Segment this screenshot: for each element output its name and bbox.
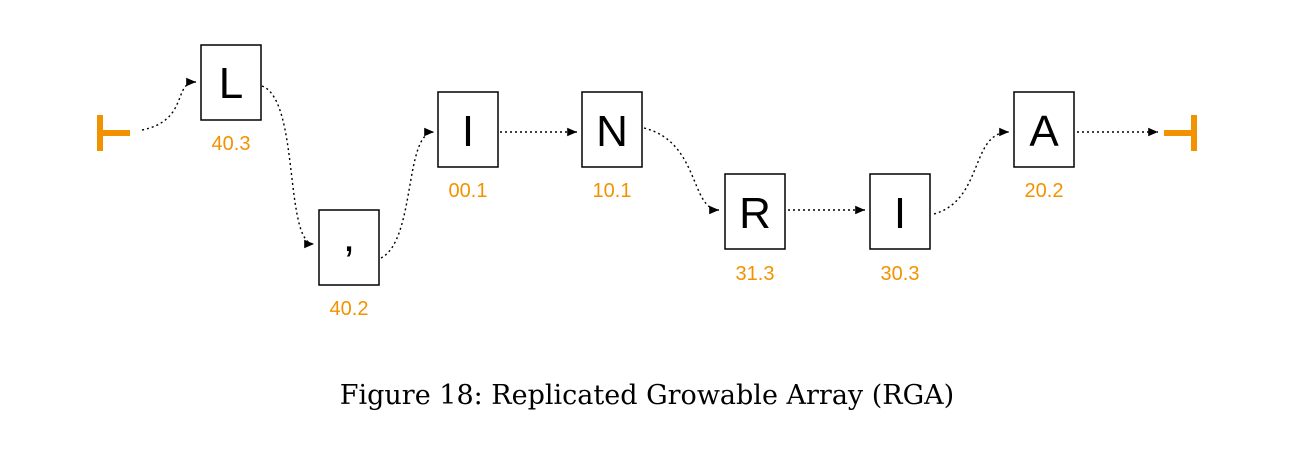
edge-node-5-to-node-6: [933, 127, 1010, 215]
node-box: [200, 44, 262, 121]
rga-node: N 10.1: [581, 91, 643, 202]
node-id-label: 40.3: [212, 133, 251, 155]
node-id-label: 00.1: [449, 180, 488, 202]
node-box: [581, 91, 643, 168]
edge-node-1-to-node-2: [380, 127, 435, 259]
node-box: [724, 173, 786, 250]
node-id-label: 10.1: [593, 180, 632, 202]
node-box: [437, 91, 499, 168]
edge-start-to-node-0: [141, 77, 197, 131]
rga-node: R 31.3: [724, 173, 786, 285]
start-terminator-icon: [97, 115, 130, 151]
rga-node: , 40.2: [318, 209, 380, 320]
edge-node-3-to-node-4: [643, 127, 720, 215]
rga-diagram: L 40.3 , 40.2 I 00.1 N 10.1 R 31.3 I 30.…: [97, 44, 1197, 320]
node-character: I: [894, 189, 906, 238]
rga-node: L 40.3: [200, 44, 262, 155]
node-character: L: [219, 59, 243, 108]
node-character: ,: [343, 212, 355, 261]
end-terminator-icon: [1164, 115, 1197, 151]
node-id-label: 31.3: [736, 263, 775, 285]
node-character: I: [462, 107, 474, 156]
edges: [141, 77, 1158, 259]
node-box: [318, 209, 380, 286]
figure-caption: Figure 18: Replicated Growable Array (RG…: [339, 380, 955, 411]
node-character: N: [596, 107, 628, 156]
node-id-label: 40.2: [330, 298, 369, 320]
node-character: A: [1029, 107, 1059, 156]
rga-node: A 20.2: [1013, 91, 1075, 202]
node-id-label: 20.2: [1025, 180, 1064, 202]
node-box: [869, 173, 931, 250]
edge-node-0-to-node-1: [261, 85, 315, 249]
rga-node: I 30.3: [869, 173, 931, 285]
node-character: R: [739, 189, 771, 238]
node-id-label: 30.3: [881, 263, 920, 285]
rga-node: I 00.1: [437, 91, 499, 202]
node-box: [1013, 91, 1075, 168]
